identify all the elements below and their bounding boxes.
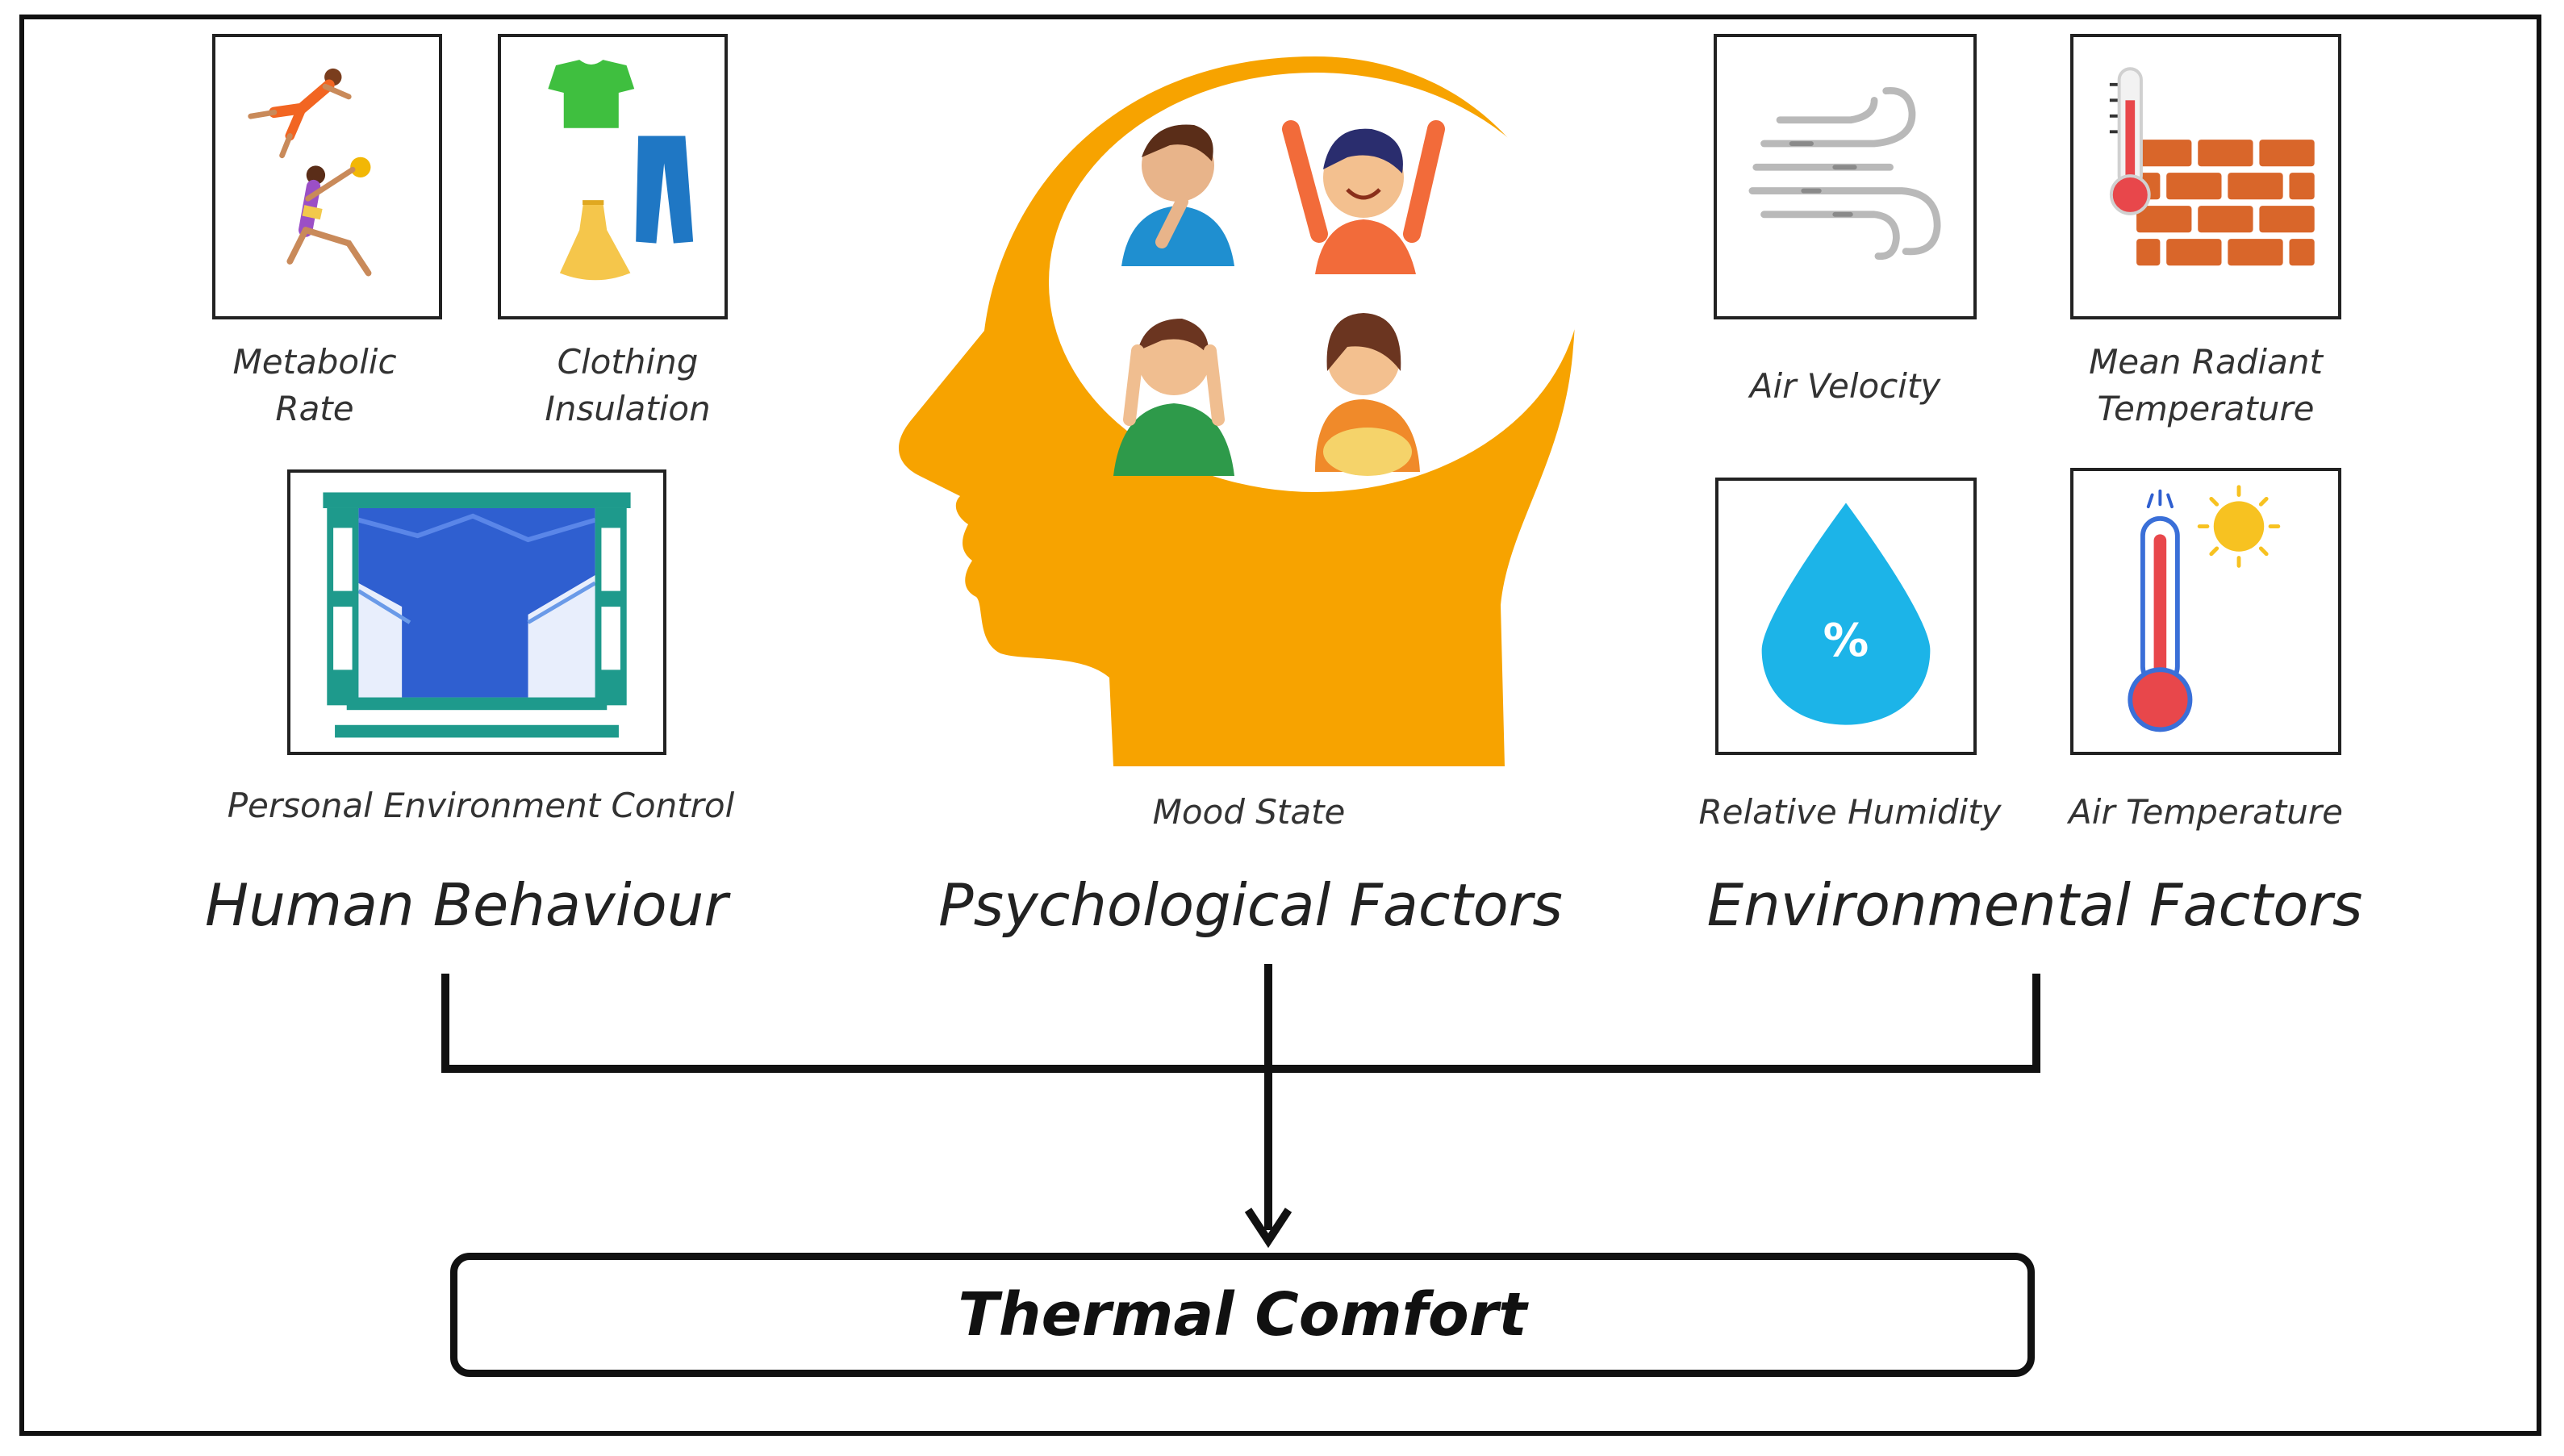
stressed-child-icon	[1113, 319, 1234, 476]
diagram-frame	[19, 15, 2541, 1436]
metabolic-rate-label: Metabolic Rate	[232, 339, 396, 432]
humidity-percent-symbol: %	[1823, 614, 1869, 667]
metabolic-rate-tile	[212, 34, 442, 319]
athletes-icon	[248, 68, 372, 277]
clothing-insulation-label: Clothing Insulation	[545, 339, 710, 432]
thermometer-sun-icon	[2128, 485, 2281, 732]
metabolic-rate-line2: Rate	[275, 389, 354, 428]
bracket-line	[441, 974, 2040, 1073]
heated-wall-icon	[2109, 67, 2315, 266]
air-velocity-label: Air Velocity	[1749, 366, 1941, 406]
psychological-factors-heading: Psychological Factors	[938, 871, 1563, 939]
sad-child-icon	[1315, 313, 1420, 476]
water-drop-icon: %	[1761, 503, 1931, 725]
mean-radiant-line1: Mean Radiant	[2089, 342, 2323, 382]
thermal-comfort-box: Thermal Comfort	[450, 1253, 2035, 1377]
human-behaviour-heading: Human Behaviour	[205, 871, 728, 939]
mean-radiant-temperature-label: Mean Radiant Temperature	[2089, 339, 2323, 432]
relative-humidity-tile: %	[1715, 478, 1977, 755]
clothing-insulation-line2: Insulation	[545, 389, 711, 428]
clothing-icon	[548, 60, 694, 281]
mood-state-label: Mood State	[1152, 792, 1346, 832]
relative-humidity-label: Relative Humidity	[1698, 792, 2002, 832]
clothing-insulation-line1: Clothing	[557, 342, 699, 382]
air-temperature-label: Air Temperature	[2069, 792, 2343, 832]
mean-radiant-temperature-tile	[2070, 34, 2341, 319]
thinking-child-icon	[1121, 124, 1234, 266]
arrow-head-icon	[1244, 1208, 1292, 1249]
happy-child-icon	[1282, 120, 1445, 274]
head-silhouette	[863, 40, 1589, 782]
mean-radiant-line2: Temperature	[2097, 389, 2315, 428]
personal-environment-control-label: Personal Environment Control	[227, 786, 735, 825]
wind-icon	[1748, 87, 1941, 260]
head-icon	[898, 56, 1581, 766]
air-temperature-tile	[2070, 468, 2341, 755]
air-velocity-tile	[1714, 34, 1977, 319]
metabolic-rate-line1: Metabolic	[232, 342, 397, 382]
clothing-insulation-tile	[498, 34, 728, 319]
personal-environment-control-tile	[287, 469, 666, 755]
open-window-icon	[323, 492, 631, 738]
thermal-comfort-label: Thermal Comfort	[958, 1280, 1527, 1350]
environmental-factors-heading: Environmental Factors	[1706, 871, 2363, 939]
